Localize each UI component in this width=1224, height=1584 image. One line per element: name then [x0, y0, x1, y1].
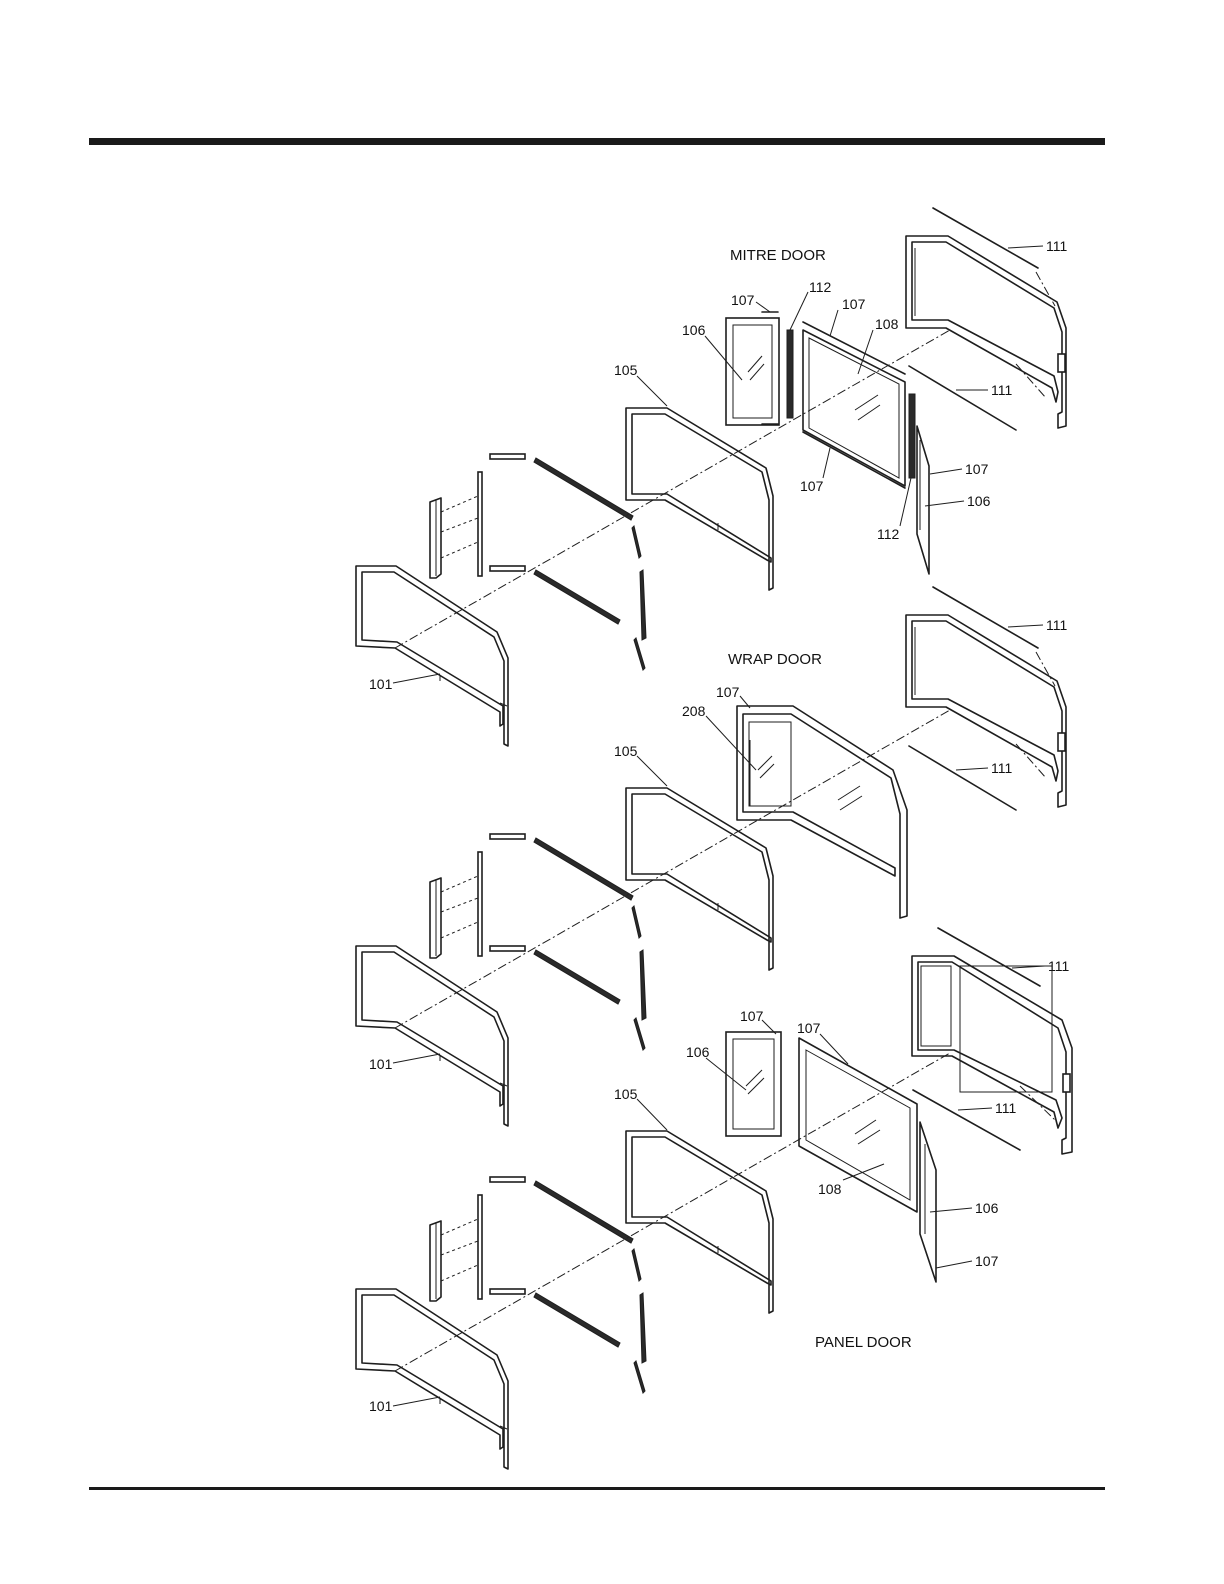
sash-frame-111 — [912, 956, 1072, 1154]
callout-111: 111 — [991, 760, 1012, 776]
rear-frame-105 — [626, 1131, 773, 1313]
callout-107: 107 — [731, 292, 755, 308]
glass-panel-106-side — [920, 1122, 936, 1282]
callout-111: 111 — [991, 382, 1012, 398]
bottom-rule — [89, 1487, 1105, 1490]
callout-107: 107 — [740, 1008, 764, 1024]
callout-105: 105 — [614, 1086, 638, 1102]
callout-107: 107 — [842, 296, 866, 312]
seal-112 — [787, 330, 793, 418]
glass-panel-106 — [726, 318, 779, 425]
callout-107: 107 — [716, 684, 740, 700]
panel-door-assembly — [356, 928, 1072, 1469]
front-frame-101 — [356, 1289, 508, 1469]
callout-101: 101 — [369, 676, 393, 692]
front-frame-101 — [356, 566, 508, 746]
callout-108: 108 — [875, 316, 899, 332]
mitre-door-title: MITRE DOOR — [730, 247, 826, 264]
mitre-door-assembly — [356, 208, 1066, 746]
panel-callouts: 101 105 107 106 107 108 111 111 106 107 — [369, 958, 1069, 1414]
clip-hardware — [430, 454, 646, 670]
seal-112-side — [909, 394, 915, 478]
callout-101: 101 — [369, 1398, 393, 1414]
callout-111: 111 — [995, 1100, 1016, 1116]
callout-106: 106 — [686, 1044, 710, 1060]
callout-106: 106 — [967, 493, 991, 509]
wrap-door-title: WRAP DOOR — [728, 651, 822, 668]
callout-111: 111 — [1046, 617, 1067, 633]
callout-107: 107 — [797, 1020, 821, 1036]
callout-107: 107 — [975, 1253, 999, 1269]
callout-106: 106 — [975, 1200, 999, 1216]
rear-frame-105 — [626, 408, 773, 590]
callout-111: 111 — [1048, 958, 1069, 974]
callout-106: 106 — [682, 322, 706, 338]
panel-door-title: PANEL DOOR — [815, 1334, 912, 1351]
glass-panel-106-side — [917, 426, 929, 574]
callout-111: 111 — [1046, 238, 1067, 254]
rear-frame-105 — [626, 788, 773, 970]
callout-105: 105 — [614, 743, 638, 759]
front-frame-101 — [356, 946, 508, 1126]
glass-panel-108 — [799, 1038, 917, 1212]
glass-panel-106 — [726, 1032, 781, 1136]
clip-hardware — [430, 1177, 646, 1393]
callout-108: 108 — [818, 1181, 842, 1197]
glass-panel-108 — [803, 330, 905, 486]
callout-105: 105 — [614, 362, 638, 378]
clip-hardware — [430, 834, 646, 1050]
top-rule — [89, 138, 1105, 145]
callout-101: 101 — [369, 1056, 393, 1072]
callout-107: 107 — [965, 461, 989, 477]
callout-208: 208 — [682, 703, 706, 719]
callout-107: 107 — [800, 478, 824, 494]
sash-frame-111 — [906, 615, 1066, 807]
callout-112: 112 — [809, 279, 832, 295]
sash-frame-111 — [906, 236, 1066, 428]
wrap-glass-208 — [737, 706, 907, 918]
callout-112: 112 — [877, 526, 900, 542]
